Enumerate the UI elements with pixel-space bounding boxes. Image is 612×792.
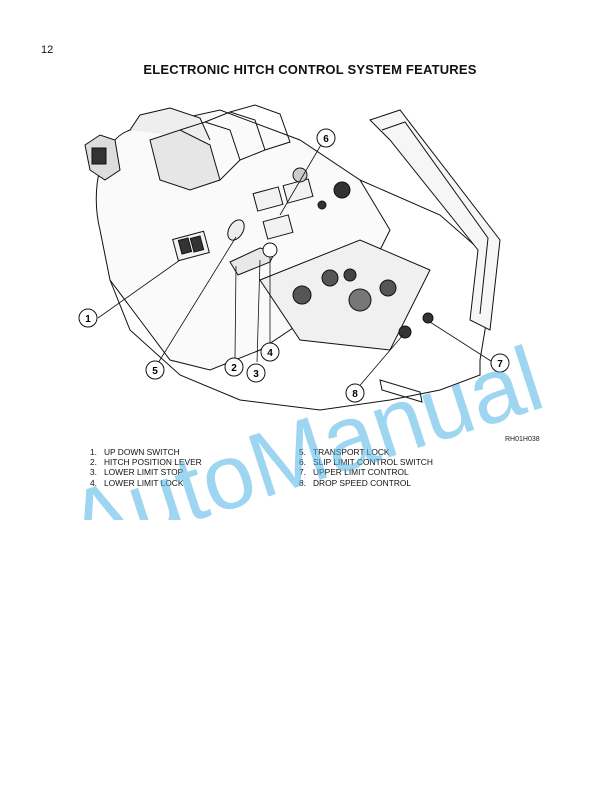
page-number: 12 xyxy=(41,44,54,56)
callout-4: 4 xyxy=(260,342,280,362)
legend-item: 4.LOWER LIMIT LOCK xyxy=(90,477,184,488)
svg-text:6: 6 xyxy=(323,134,329,145)
legend-item: 8.DROP SPEED CONTROL xyxy=(299,477,412,488)
svg-text:4: 4 xyxy=(267,348,273,359)
legend-item: 7.UPPER LIMIT CONTROL xyxy=(299,467,409,478)
legend-item: 1.UP DOWN SWITCH xyxy=(90,447,180,457)
legend-item: 6.SLIP LIMIT CONTROL SWITCH xyxy=(299,457,433,468)
callout-5: 5 xyxy=(145,360,165,380)
console-illustration: 1 2 3 4 5 6 7 8 xyxy=(78,104,510,411)
svg-text:5: 5 xyxy=(152,366,158,377)
callout-3: 3 xyxy=(246,363,266,383)
page-title: ELECTRONIC HITCH CONTROL SYSTEM FEATURES xyxy=(143,62,477,77)
callout-1: 1 xyxy=(78,308,98,328)
callout-6: 6 xyxy=(316,128,336,148)
callout-2: 2 xyxy=(224,357,244,377)
svg-text:3: 3 xyxy=(253,369,259,380)
figure-reference: RH01H038 xyxy=(505,436,540,443)
svg-text:1: 1 xyxy=(85,314,91,325)
legend-left: 1.UP DOWN SWITCH 2.HITCH POSITION LEVER … xyxy=(90,447,202,488)
legend-item: 2.HITCH POSITION LEVER xyxy=(90,457,202,468)
legend-item: 5.TRANSPORT LOCK xyxy=(299,447,390,457)
svg-text:8: 8 xyxy=(352,389,358,400)
legend-item: 3.LOWER LIMIT STOP xyxy=(90,467,184,478)
legend-right: 5.TRANSPORT LOCK 6.SLIP LIMIT CONTROL SW… xyxy=(299,447,433,488)
callout-7: 7 xyxy=(490,353,510,373)
callout-8: 8 xyxy=(345,383,365,403)
svg-text:7: 7 xyxy=(497,359,503,370)
svg-text:2: 2 xyxy=(231,363,237,374)
